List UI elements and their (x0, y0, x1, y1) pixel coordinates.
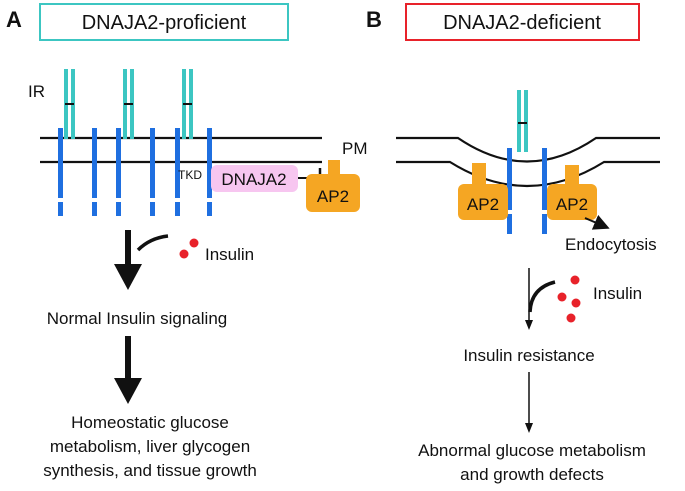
outcome-a-line-3: synthesis, and tissue growth (43, 461, 257, 480)
insulin-binding-curve-b (528, 280, 556, 313)
insulin-label-a: Insulin (205, 245, 254, 264)
arrow-down-b2 (525, 372, 533, 433)
membrane-inner-line-b (396, 160, 660, 188)
insulin-receptor-b (507, 90, 547, 234)
outcome-a-line-2: metabolism, liver glycogen (50, 437, 250, 456)
insulin-resistance: Insulin resistance (463, 346, 594, 365)
arrow-down-a2 (114, 336, 142, 404)
arrow-down-b1 (525, 268, 533, 330)
ir-label: IR (28, 82, 45, 101)
panel-a-title-box (39, 3, 289, 41)
insulin-binding-curve-a (136, 234, 169, 252)
insulin-molecule (179, 249, 189, 259)
ap2-complex-b-right (547, 165, 597, 220)
insulin-label-b: Insulin (593, 284, 642, 303)
insulin-receptor-2 (116, 69, 155, 216)
endocytosis-arrow (584, 214, 610, 230)
arrow-down-a1 (114, 230, 142, 290)
dnaja2-label: DNAJA2 (221, 170, 286, 189)
insulin-receptor-1 (58, 69, 97, 216)
insulin-receptor-3 (175, 69, 212, 216)
outcome-a-line-1: Homeostatic glucose (71, 413, 229, 432)
outcome-b-line-1: Abnormal glucose metabolism (418, 441, 646, 460)
panel-b-title-box (405, 3, 640, 41)
panel-b-letter: B (366, 7, 382, 32)
insulin-molecule (566, 313, 576, 323)
panel-a-title: DNAJA2-proficient (82, 12, 247, 34)
insulin-molecule (570, 275, 580, 285)
pm-label: PM (342, 139, 368, 158)
ap2-complex-a (306, 160, 360, 212)
ap2-label-a: AP2 (317, 187, 349, 206)
panel-b-title: DNAJA2-deficient (443, 12, 601, 34)
endocytosis-label: Endocytosis (565, 235, 657, 254)
dnaja2-box (211, 165, 298, 192)
panel-a-letter: A (6, 7, 22, 32)
membrane-outer-line-b (396, 136, 660, 163)
ap2-label-b-right: AP2 (556, 195, 588, 214)
insulin-molecule (557, 292, 567, 302)
ap2-complex-b-left (458, 163, 508, 220)
insulin-molecule (189, 238, 199, 248)
outcome-b-line-2: and growth defects (460, 465, 604, 484)
tkd-label: TKD (178, 168, 202, 182)
ap2-label-b-left: AP2 (467, 195, 499, 214)
normal-insulin-signaling: Normal Insulin signaling (47, 309, 227, 328)
insulin-molecule (571, 298, 581, 308)
